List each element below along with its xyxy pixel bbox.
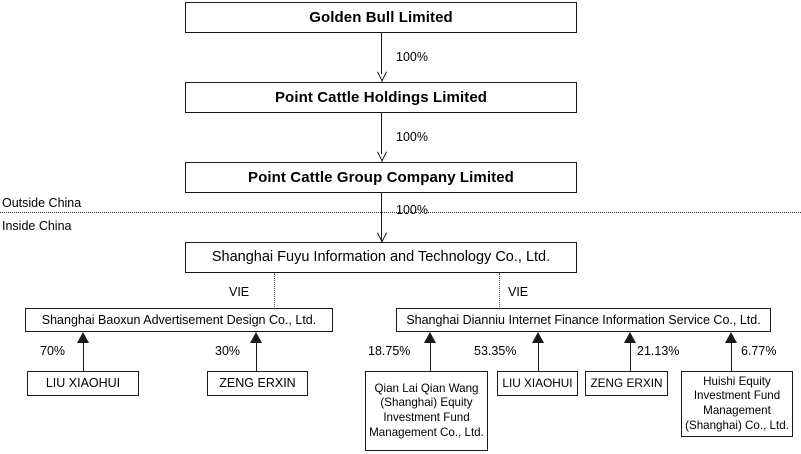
node-shanghai-baoxun-label: Shanghai Baoxun Advertisement Design Co.… <box>41 312 317 327</box>
label-inside-china: Inside China <box>2 219 72 233</box>
percent-golden-to-holdings: 100% <box>396 50 428 64</box>
node-golden-bull: Golden Bull Limited <box>185 2 577 33</box>
percent-liu-to-baoxun: 70% <box>40 344 66 358</box>
connector-zeng-to-dianniu <box>630 343 631 371</box>
node-dianniu-shareholder-liu-xiaohui: LIU XIAOHUI <box>497 371 578 396</box>
node-shanghai-dianniu-label: Shanghai Dianniu Internet Finance Inform… <box>406 312 761 327</box>
connector-liu-to-dianniu <box>538 343 539 371</box>
connector-liu-to-baoxun <box>83 343 84 371</box>
node-point-cattle-holdings: Point Cattle Holdings Limited <box>185 82 577 113</box>
arrowhead-zeng-to-baoxun <box>250 332 262 343</box>
percent-huishi-to-dianniu: 6.77% <box>741 344 777 358</box>
node-shanghai-fuyu-label: Shanghai Fuyu Information and Technology… <box>211 248 551 265</box>
arrowhead-zeng-to-dianniu <box>624 332 636 343</box>
connector-huishi-to-dianniu <box>731 343 732 371</box>
node-dianniu-shareholder-zeng-erxin: ZENG ERXIN <box>585 371 668 396</box>
vie-connector-baoxun <box>274 273 275 309</box>
node-shanghai-baoxun: Shanghai Baoxun Advertisement Design Co.… <box>25 308 333 332</box>
vie-connector-dianniu <box>499 273 500 309</box>
node-shanghai-dianniu: Shanghai Dianniu Internet Finance Inform… <box>396 308 771 332</box>
connector-zeng-to-baoxun <box>256 343 257 371</box>
node-point-cattle-group-label: Point Cattle Group Company Limited <box>248 168 514 186</box>
percent-group-to-fuyu: 100% <box>396 203 428 217</box>
percent-zeng-to-dianniu: 21.13% <box>637 344 680 358</box>
node-baoxun-shareholder-liu-xiaohui-label: LIU XIAOHUI <box>45 376 121 391</box>
percent-qian-lai-to-dianniu: 18.75% <box>368 344 411 358</box>
node-golden-bull-label: Golden Bull Limited <box>309 8 453 26</box>
node-dianniu-shareholder-qian-lai: Qian Lai Qian Wang (Shanghai) Equity Inv… <box>365 371 488 451</box>
arrowhead-huishi-to-dianniu <box>725 332 737 343</box>
node-baoxun-shareholder-zeng-erxin-label: ZENG ERXIN <box>219 376 296 391</box>
connector-group-to-fuyu <box>381 193 382 248</box>
node-point-cattle-holdings-label: Point Cattle Holdings Limited <box>274 88 488 106</box>
arrowhead-golden-to-holdings <box>376 72 387 81</box>
arrowhead-liu-to-baoxun <box>77 332 89 343</box>
percent-liu-to-dianniu: 53.35% <box>474 344 517 358</box>
node-dianniu-shareholder-huishi-label: Huishi Equity Investment Fund Management… <box>685 374 789 432</box>
arrowhead-qian-lai-to-dianniu <box>424 332 436 343</box>
connector-holdings-to-group <box>381 113 382 154</box>
connector-golden-to-holdings <box>381 33 382 74</box>
connector-qian-lai-to-dianniu <box>430 343 431 371</box>
percent-zeng-to-baoxun: 30% <box>215 344 241 358</box>
node-baoxun-shareholder-liu-xiaohui: LIU XIAOHUI <box>27 371 139 396</box>
arrowhead-group-to-fuyu <box>376 233 387 242</box>
percent-holdings-to-group: 100% <box>396 130 428 144</box>
vie-label-dianniu: VIE <box>508 285 529 299</box>
node-dianniu-shareholder-liu-xiaohui-label: LIU XIAOHUI <box>502 375 573 390</box>
node-dianniu-shareholder-huishi: Huishi Equity Investment Fund Management… <box>681 371 793 437</box>
node-dianniu-shareholder-zeng-erxin-label: ZENG ERXIN <box>590 375 663 390</box>
arrowhead-liu-to-dianniu <box>532 332 544 343</box>
arrowhead-holdings-to-group <box>376 152 387 161</box>
node-shanghai-fuyu: Shanghai Fuyu Information and Technology… <box>185 242 577 273</box>
label-outside-china: Outside China <box>2 196 82 210</box>
node-dianniu-shareholder-qian-lai-label: Qian Lai Qian Wang (Shanghai) Equity Inv… <box>369 381 484 439</box>
node-point-cattle-group: Point Cattle Group Company Limited <box>185 162 577 193</box>
china-divider-line <box>0 212 801 213</box>
vie-label-baoxun: VIE <box>229 285 250 299</box>
node-baoxun-shareholder-zeng-erxin: ZENG ERXIN <box>207 371 308 396</box>
